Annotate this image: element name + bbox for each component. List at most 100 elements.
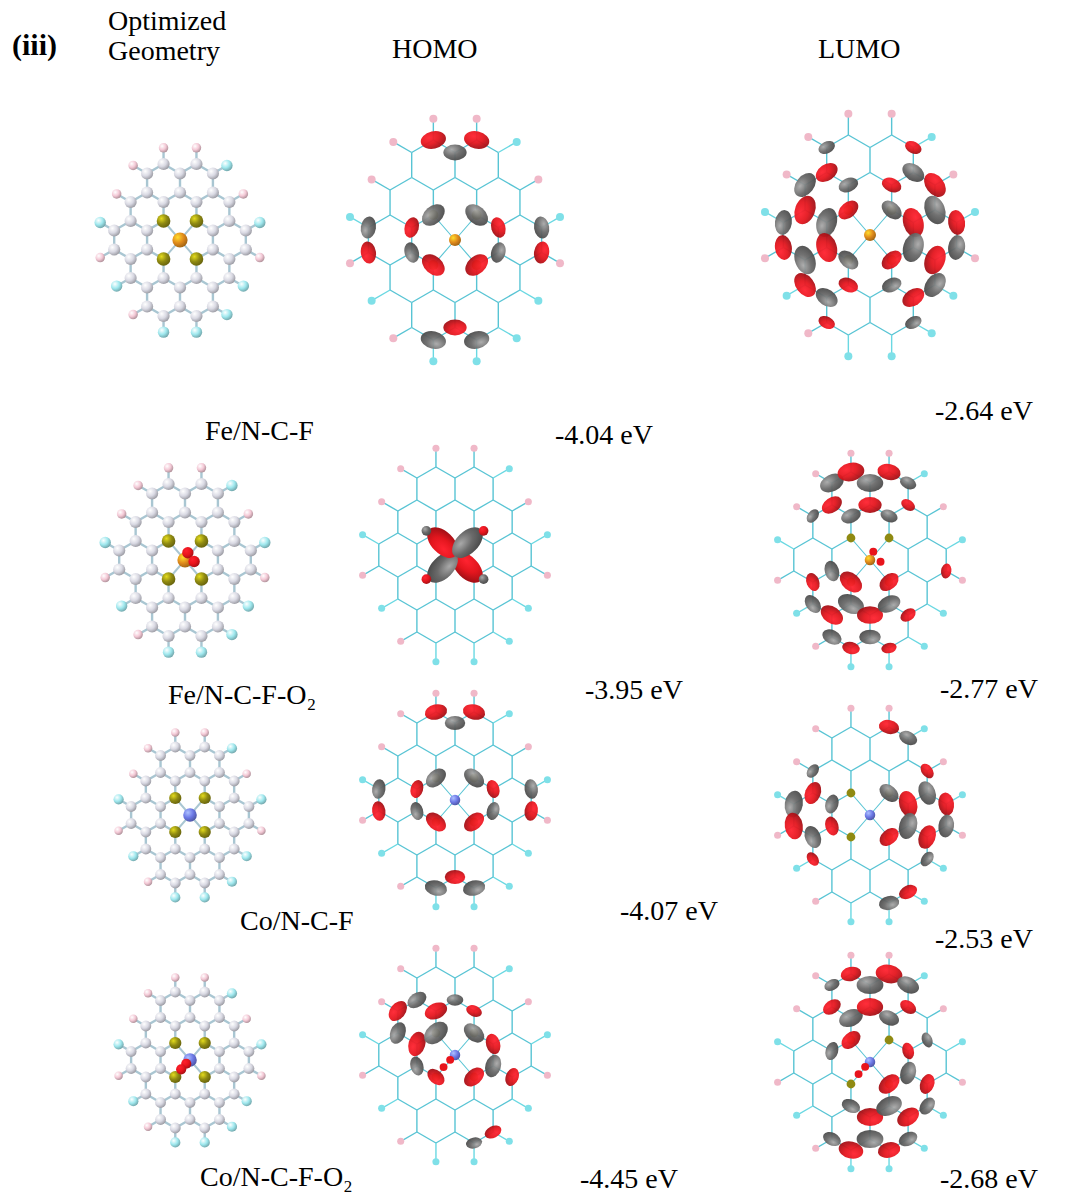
orbital-lobe bbox=[419, 329, 448, 351]
bond bbox=[477, 290, 499, 303]
atom bbox=[959, 1079, 966, 1086]
orbital-lobe bbox=[896, 811, 920, 841]
atom bbox=[397, 638, 404, 645]
atom bbox=[812, 643, 819, 650]
atom bbox=[556, 213, 564, 221]
terminal-bonds bbox=[765, 114, 975, 357]
orbital-lobe bbox=[877, 1007, 902, 1028]
bond bbox=[869, 738, 870, 760]
atom bbox=[94, 217, 105, 228]
atom bbox=[793, 758, 800, 765]
atom bbox=[126, 1046, 137, 1057]
bond bbox=[832, 892, 851, 903]
atom bbox=[243, 1063, 254, 1074]
orbital-lobe bbox=[483, 1123, 504, 1141]
atom bbox=[928, 133, 936, 141]
bond bbox=[397, 511, 398, 533]
atom bbox=[214, 767, 225, 778]
atom bbox=[397, 710, 404, 717]
atom bbox=[174, 186, 186, 198]
optimized-geometry bbox=[94, 143, 265, 338]
terminal-atoms bbox=[774, 450, 966, 670]
bond bbox=[812, 1018, 813, 1040]
structure-name: Fe/N-C-F-O₂ bbox=[168, 680, 316, 710]
atom bbox=[170, 742, 181, 753]
atom bbox=[185, 1114, 196, 1125]
atom bbox=[99, 537, 110, 548]
orbital-isosurface bbox=[774, 705, 966, 925]
atom bbox=[185, 995, 196, 1006]
atom bbox=[223, 253, 235, 265]
atom bbox=[506, 1138, 513, 1145]
atom bbox=[128, 161, 138, 171]
atom bbox=[774, 1079, 781, 1086]
terminal-atoms bbox=[774, 705, 966, 925]
orbital-lobe bbox=[461, 702, 486, 722]
atom bbox=[195, 630, 207, 642]
atom bbox=[214, 869, 225, 880]
atom bbox=[921, 725, 928, 732]
atom bbox=[346, 259, 354, 267]
orbital-lobe bbox=[446, 522, 488, 564]
orbital-lobe bbox=[876, 824, 902, 849]
atom bbox=[112, 189, 122, 199]
metal-atom bbox=[450, 795, 461, 806]
bond bbox=[397, 1077, 398, 1099]
atom bbox=[227, 988, 237, 998]
orbital-lobe bbox=[523, 778, 539, 799]
orbital-lobe bbox=[465, 1136, 483, 1150]
bond bbox=[831, 738, 832, 760]
atom bbox=[214, 995, 225, 1006]
orbital-lobe bbox=[823, 793, 841, 815]
optimized-geometry bbox=[113, 973, 266, 1147]
bond bbox=[398, 599, 417, 610]
bond bbox=[519, 265, 520, 290]
atom bbox=[440, 1063, 448, 1071]
bond bbox=[512, 1033, 531, 1044]
atom bbox=[159, 143, 169, 153]
atom bbox=[397, 883, 404, 890]
orbital-lobe bbox=[875, 1070, 903, 1098]
orbital-lobe bbox=[804, 507, 821, 525]
orbital-lobe bbox=[816, 313, 837, 331]
atom bbox=[185, 852, 196, 863]
bond bbox=[398, 533, 417, 544]
bond bbox=[493, 566, 512, 577]
atom bbox=[141, 281, 153, 293]
orbital-lobe bbox=[875, 592, 903, 616]
terminal-atoms bbox=[359, 690, 551, 910]
bond bbox=[398, 566, 417, 577]
bond bbox=[493, 844, 512, 855]
atom bbox=[155, 801, 166, 812]
bond bbox=[389, 190, 390, 215]
atom bbox=[195, 572, 209, 586]
orbital-lobe bbox=[836, 567, 866, 597]
bond bbox=[474, 467, 493, 478]
orbital-lobe bbox=[920, 1031, 935, 1049]
bond bbox=[851, 892, 870, 903]
atom bbox=[212, 506, 224, 518]
atom bbox=[885, 1036, 894, 1045]
atom bbox=[212, 620, 224, 632]
atom bbox=[506, 965, 513, 972]
atom bbox=[513, 334, 521, 342]
atom bbox=[774, 1038, 781, 1045]
atom bbox=[199, 987, 210, 998]
atom bbox=[793, 503, 800, 510]
bond bbox=[436, 599, 455, 610]
orbital-lobe bbox=[813, 230, 841, 264]
atom bbox=[886, 918, 893, 925]
metal-atom bbox=[865, 555, 876, 566]
orbital-lobe bbox=[489, 241, 508, 265]
bond bbox=[397, 756, 398, 778]
atom bbox=[886, 663, 893, 670]
atom bbox=[155, 1063, 166, 1074]
bond bbox=[474, 632, 493, 643]
atom bbox=[129, 770, 138, 779]
orbital-lobe bbox=[823, 1040, 840, 1061]
bond bbox=[519, 190, 520, 215]
atom bbox=[214, 852, 225, 863]
bond bbox=[511, 756, 512, 778]
orbital-lobe bbox=[423, 702, 448, 722]
orbital-lobe bbox=[422, 526, 432, 536]
